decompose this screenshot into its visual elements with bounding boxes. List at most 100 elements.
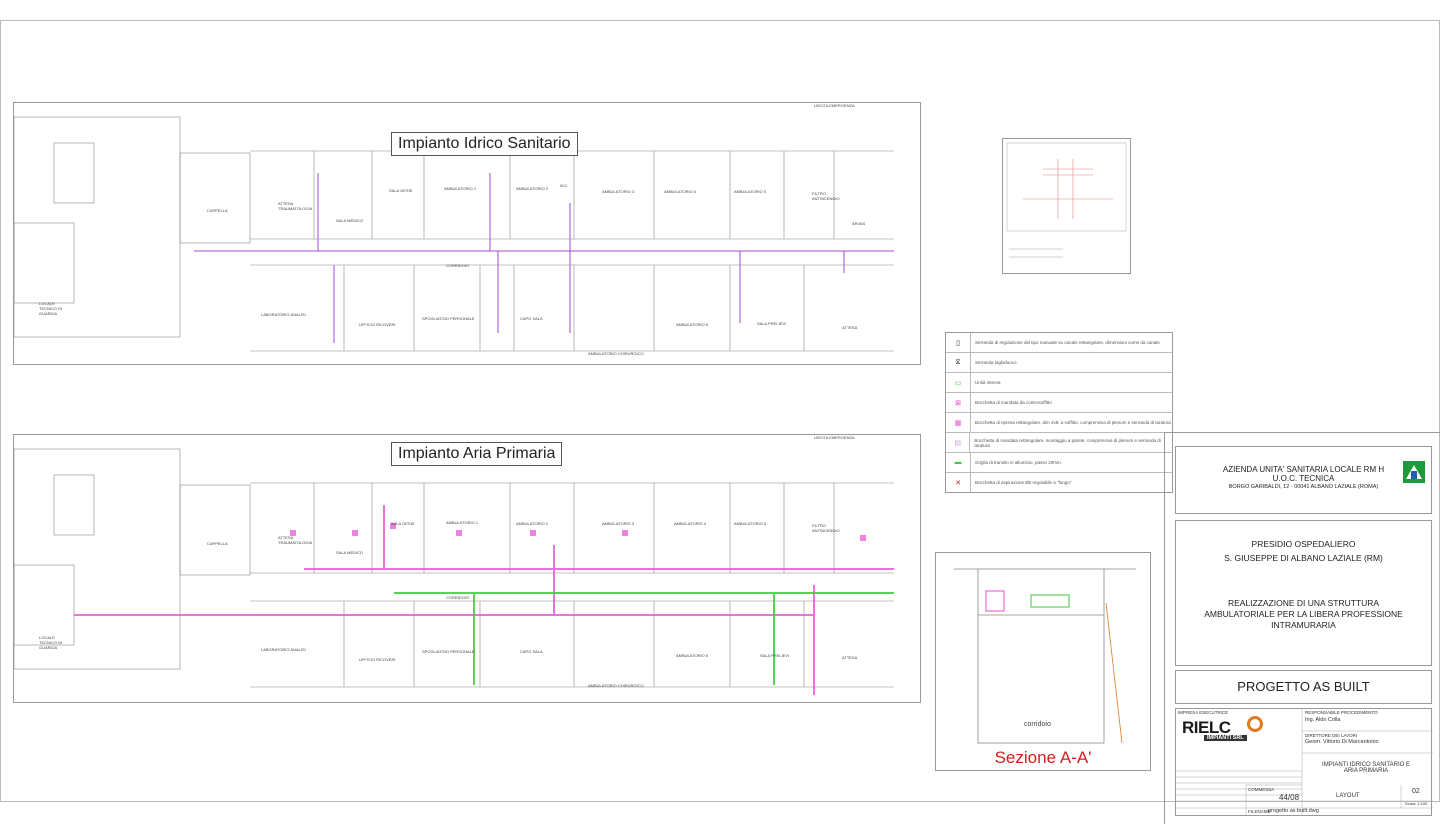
filename-label: FILENAME xyxy=(1248,809,1271,814)
plan-idrico-sanitario: Impianto Idrico Sanitario USCITA EMERGEN… xyxy=(13,102,921,365)
transit-grille-icon: ▬ xyxy=(946,453,971,472)
room-amb3: AMBULATORIO 3 xyxy=(602,189,635,194)
legend-row: ▦ Bocchetta di ripresa rettangolare, dim… xyxy=(946,413,1172,433)
drawing-sheet: Impianto Idrico Sanitario USCITA EMERGEN… xyxy=(0,20,1440,824)
room-sala-prelievi: SALA PRELIEVI xyxy=(757,321,787,326)
room-amb1: AMBULATORIO 1 xyxy=(446,520,479,525)
project-description: REALIZZAZIONE DI UNA STRUTTURA AMBULATOR… xyxy=(1204,598,1403,630)
company-logo-sub: IMPIANTI SRL xyxy=(1204,735,1247,741)
emergency-exit-label: USCITA EMERGENZA xyxy=(814,435,855,440)
room-sala-gessi: SALA GESSI xyxy=(389,188,413,193)
emergency-exit-label: USCITA EMERGENZA xyxy=(814,103,855,108)
legend-text: Bocchetta di aspirazione Ø0 regolabile a… xyxy=(975,480,1072,485)
legend-text: Bocchetta di mandata rettangolare, monta… xyxy=(974,437,1161,448)
room-amb6: AMBULATORIO 6 xyxy=(676,653,709,658)
ceiling-diffuser-icon: ⊠ xyxy=(946,393,971,412)
room-laboratorio: LABORATORIO ANALISI xyxy=(261,312,306,317)
room-atrio: ATTESA TRAUMATOLOGIA xyxy=(278,535,313,545)
room-caposala: CAPO SALA xyxy=(520,649,543,654)
org-address: BORGO GARIBALDI, 12 - 00041 ALBANO LAZIA… xyxy=(1228,484,1379,490)
room-amb-chir: AMBULATORIO CHIRURGICO xyxy=(588,351,644,356)
commessa-label: COMMESSA xyxy=(1248,787,1275,792)
detail-diagram xyxy=(1002,138,1131,274)
direttore-label: DIRETTORE DEI LAVORI xyxy=(1305,733,1358,738)
legend-table: ▯ Serranda di regolazione del tipo manua… xyxy=(945,332,1173,493)
room-amb5: AMBULATORIO 5 xyxy=(734,189,767,194)
room-sala-prelievi: SALA PRELIEVI xyxy=(760,653,790,658)
fire-damper-icon: ⧖ xyxy=(946,353,971,372)
drawing-scale: Scala: 1:100 xyxy=(1405,801,1428,806)
section-label: corridoio xyxy=(1024,721,1051,728)
drawing-subject: IMPIANTI IDRICO SANITARIO E ARIA PRIMARI… xyxy=(1322,762,1410,774)
presidio-label: PRESIDIO OSPEDALIERO xyxy=(1251,539,1356,549)
organization-box: AZIENDA UNITA' SANITARIA LOCALE RM H U.O… xyxy=(1175,446,1432,514)
room-amb1: AMBULATORIO 1 xyxy=(444,186,477,191)
room-ufficio: UFFICIO RICOVERI xyxy=(359,657,396,662)
indoor-unit-icon: ▭ xyxy=(946,373,971,392)
room-sala-gessi: SALA GESSI xyxy=(391,521,415,526)
section-drawing xyxy=(954,568,1136,744)
grid-lines xyxy=(1176,709,1433,815)
filename-value: progetto as built.dwg xyxy=(1268,808,1319,814)
legend-text: Bocchetta di ripresa rettangolare, dim 4… xyxy=(975,420,1171,425)
room-amb5: AMBULATORIO 5 xyxy=(734,521,767,526)
room-amb-chir: AMBULATORIO CHIRURGICO xyxy=(588,683,644,688)
impresa-label: IMPRESA ESECUTRICE xyxy=(1178,710,1229,715)
commessa-number: 44/08 xyxy=(1279,793,1300,802)
legend-text: Serranda tagliafuoco xyxy=(975,360,1017,365)
room-filtro: FILTRO ANTINCENDIO xyxy=(812,523,840,533)
room-corridoio: CORRIDOIO xyxy=(446,263,470,268)
legend-row: ▭ Unità interna xyxy=(946,373,1172,393)
project-stage: PROGETTO AS BUILT xyxy=(1175,670,1432,704)
legend-row: ▯ Serranda di regolazione del tipo manua… xyxy=(946,333,1172,353)
legend-row: ▬ Griglia di transito in alluminio, pass… xyxy=(946,453,1172,473)
room-laboratorio: LABORATORIO ANALISI xyxy=(261,647,306,652)
plan-title-aria: Impianto Aria Primaria xyxy=(391,442,563,466)
damper-icon: ▯ xyxy=(946,333,971,352)
legend-text: Serranda di regolazione del tipo manuale… xyxy=(975,340,1160,345)
extract-valve-icon: ✕ xyxy=(946,473,971,492)
room-locale-tecnico: LOCALE TECNICO DI GUARDIA xyxy=(39,301,63,316)
legend-row: ⊠ Bocchetta di mandata da controsoffitto xyxy=(946,393,1172,413)
org-name: AZIENDA UNITA' SANITARIA LOCALE RM H xyxy=(1222,465,1385,474)
room-cappella: CAPPELLA xyxy=(207,541,228,546)
drawing-info-grid: IMPRESA ESECUTRICE RIELC IMPIANTI SRL RE… xyxy=(1175,708,1433,816)
legend-row: ✕ Bocchetta di aspirazione Ø0 regolabile… xyxy=(946,473,1172,492)
room-amb2: AMBULATORIO 2 xyxy=(516,521,549,526)
company-logo: RIELC xyxy=(1182,718,1231,737)
return-grille-icon: ▦ xyxy=(946,413,971,432)
room-spogliatoio: SPOGLIATOIO PERSONALE xyxy=(422,649,475,654)
detail-schematic xyxy=(1006,142,1127,258)
legend-row: ⧖ Serranda tagliafuoco xyxy=(946,353,1172,373)
legend-row: ▤ Bocchetta di mandata rettangolare, mon… xyxy=(946,433,1172,453)
room-attesa: ATTESA xyxy=(842,325,858,330)
sheet-number: 02 xyxy=(1412,788,1420,795)
room-cappella: CAPPELLA xyxy=(207,208,228,213)
plan-aria-primaria: Impianto Aria Primaria USCITA EMERGENZA … xyxy=(13,434,921,703)
room-amb4: AMBULATORIO 4 xyxy=(674,521,707,526)
room-filtro: FILTRO ANTINCENDIO xyxy=(812,191,840,201)
section-aa: corridoio Sezione A-A' xyxy=(935,552,1151,771)
room-spogliatoio: SPOGLIATOIO PERSONALE xyxy=(422,316,475,321)
room-amb6: AMBULATORIO 6 xyxy=(676,322,709,327)
title-block: AZIENDA UNITA' SANITARIA LOCALE RM H U.O… xyxy=(1164,432,1440,824)
project-box: PRESIDIO OSPEDALIERO S. GIUSEPPE DI ALBA… xyxy=(1175,520,1432,666)
legend-text: Bocchetta di mandata da controsoffitto xyxy=(975,400,1052,405)
room-caposala: CAPO SALA xyxy=(520,316,543,321)
hospital-name: S. GIUSEPPE DI ALBANO LAZIALE (RM) xyxy=(1224,553,1383,563)
legend-text: Griglia di transito in alluminio, passo … xyxy=(975,460,1061,465)
org-department: U.O.C. TECNICA xyxy=(1272,474,1335,483)
direttore-name: Geom. Vittorio Di Marcantonio xyxy=(1305,739,1379,745)
room-ufficio: UFFICIO RICOVERI xyxy=(359,322,396,327)
room-locale-tecnico: LOCALE TECNICO DI GUARDIA xyxy=(39,635,63,650)
layout-label: LAYOUT xyxy=(1336,793,1360,799)
room-amb2: AMBULATORIO 2 xyxy=(516,186,549,191)
responsabile-label: RESPONSABILE PROCEDIMENTO xyxy=(1305,710,1378,715)
room-corridoio: CORRIDOIO xyxy=(446,595,470,600)
legend-text: Unità interna xyxy=(975,380,1001,385)
room-attesa: ATTESA xyxy=(842,655,858,660)
responsabile-name: Ing. Aldo Colla xyxy=(1305,717,1341,723)
room-sala-medico: SALA MEDICO xyxy=(336,550,364,555)
room-amb3: AMBULATORIO 3 xyxy=(602,521,635,526)
room-amb4: AMBULATORIO 4 xyxy=(664,189,697,194)
